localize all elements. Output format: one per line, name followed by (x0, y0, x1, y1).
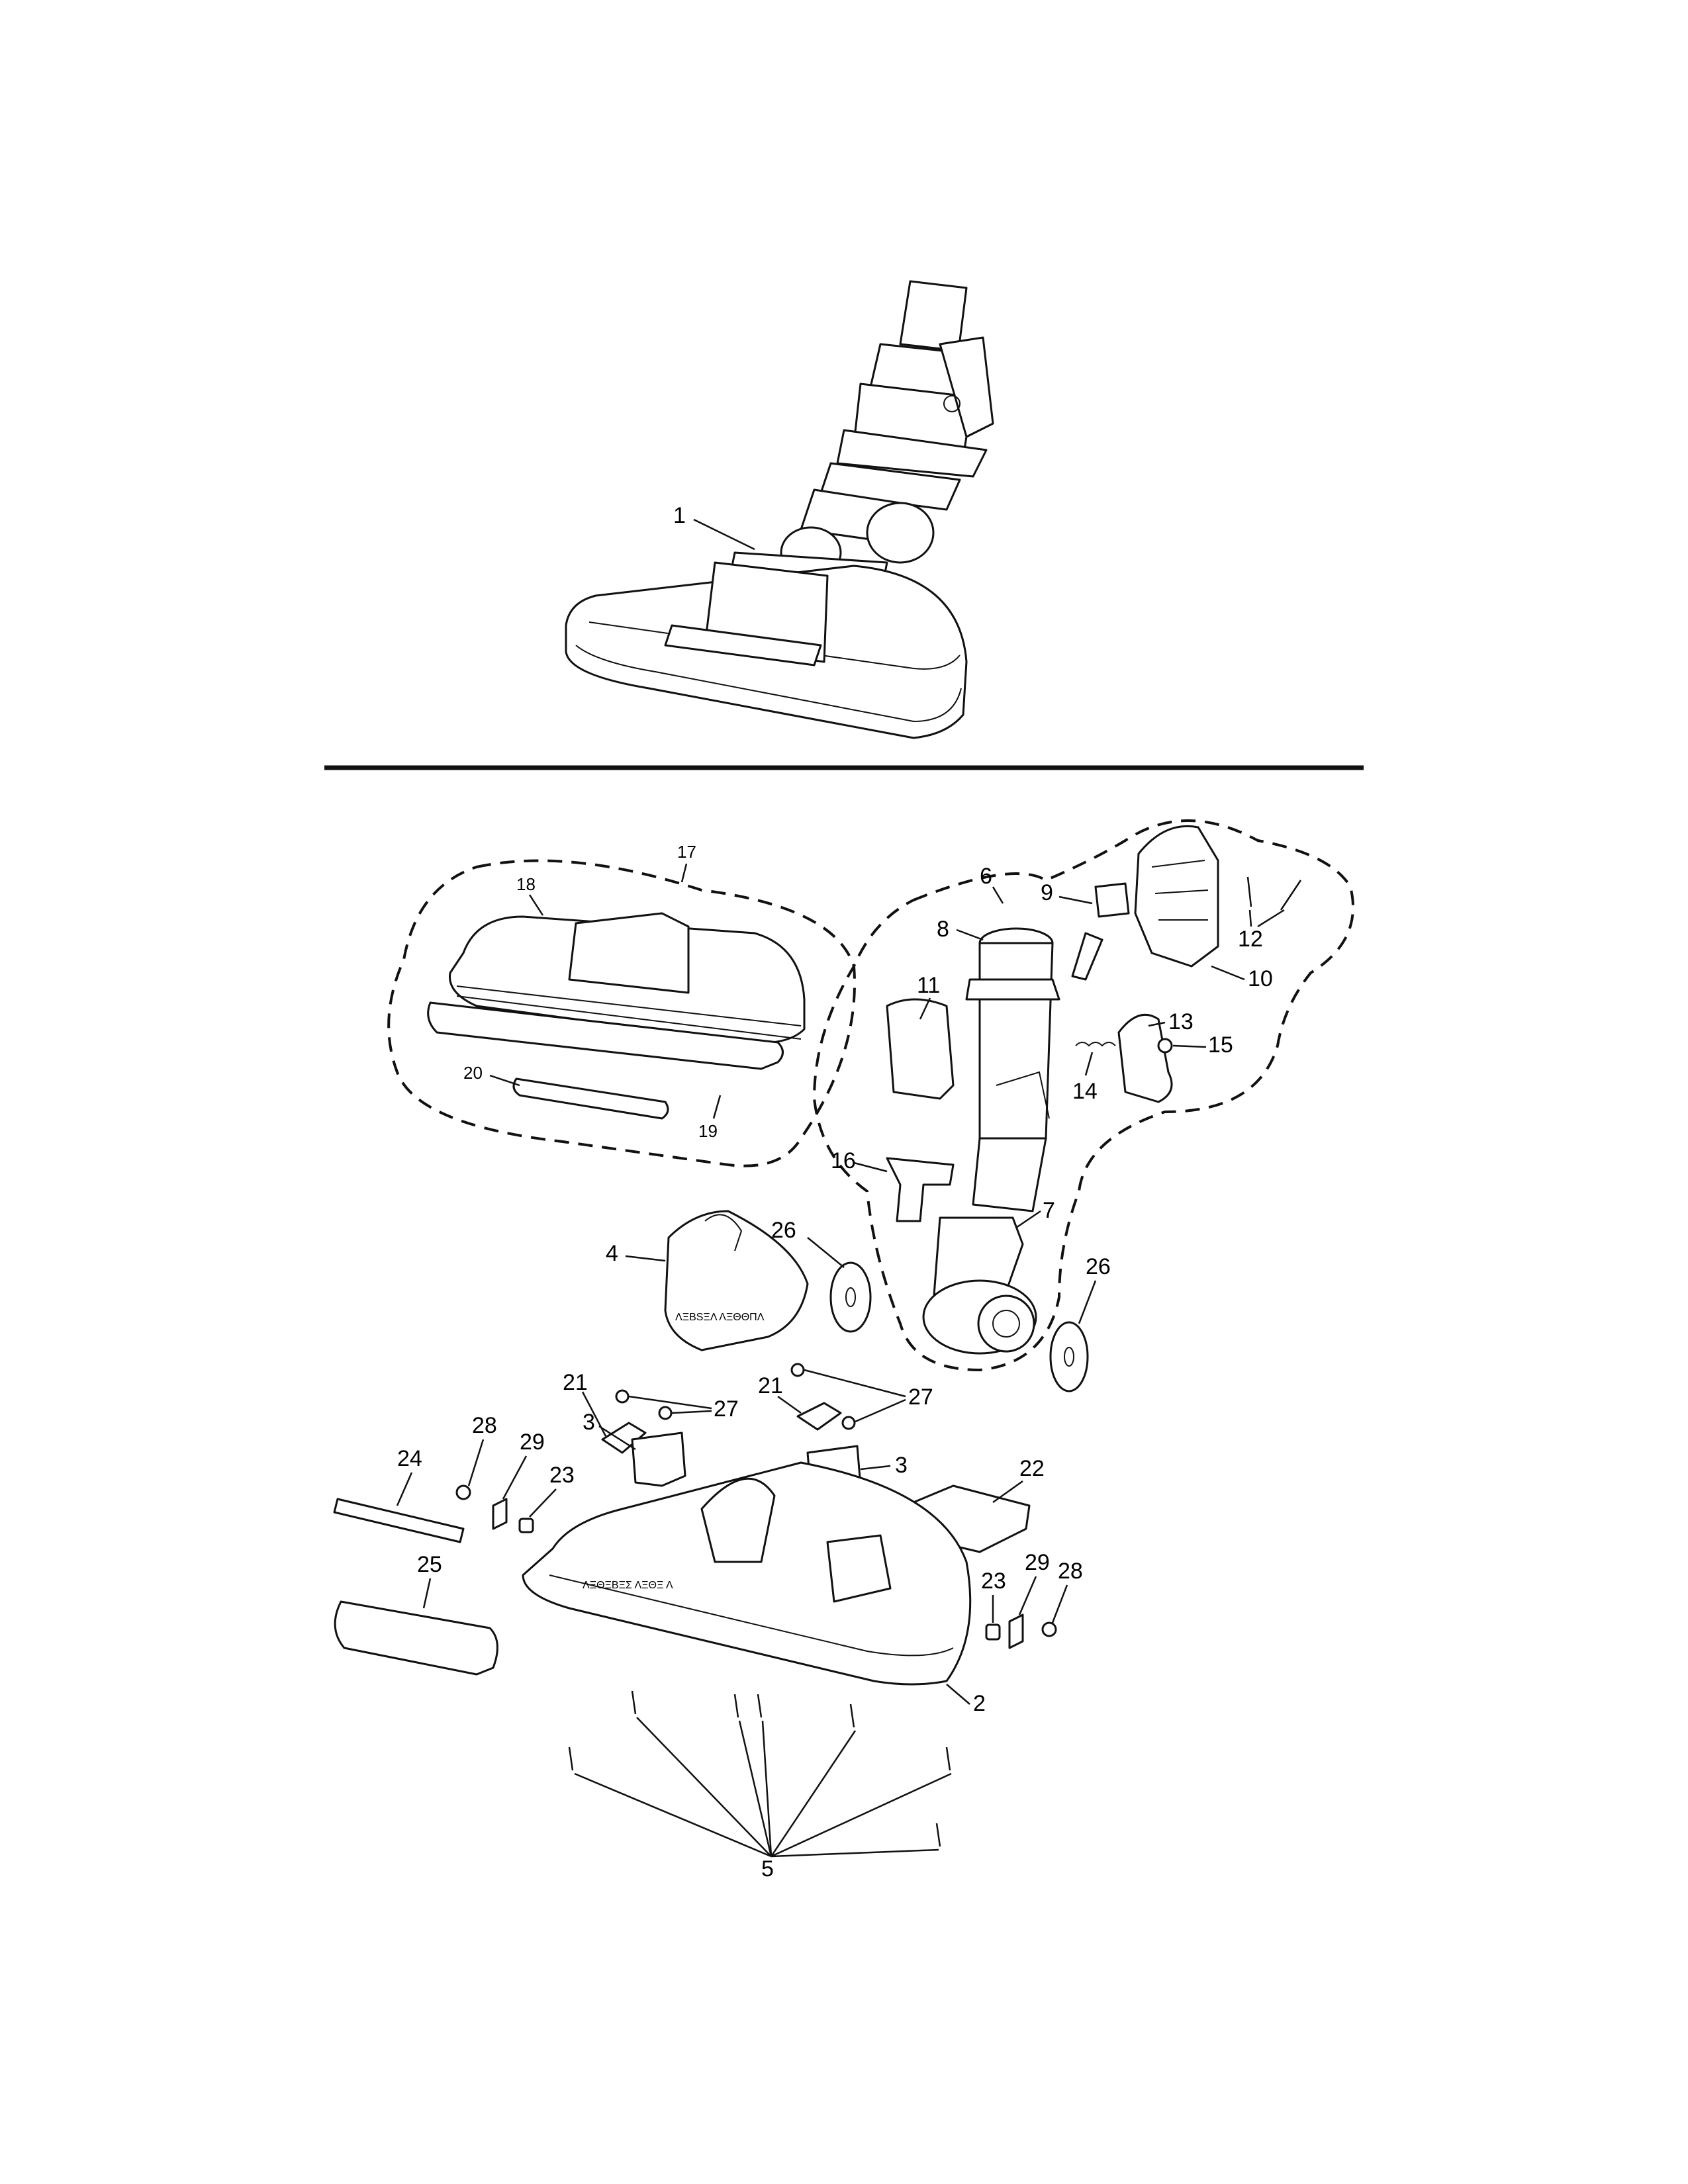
callout-13: 13 (1168, 1009, 1194, 1034)
part-10-housing (1134, 825, 1219, 968)
callout-20: 20 (463, 1063, 483, 1083)
callout-4: 4 (606, 1241, 618, 1266)
part-7-swivel (922, 1216, 1037, 1355)
group-17-outline (387, 859, 856, 1167)
part-27-screws (615, 1363, 856, 1430)
leaders-5 (574, 1717, 952, 1858)
callout-3-left: 3 (583, 1410, 595, 1435)
callout-29-right: 29 (1025, 1550, 1050, 1575)
part-13-latch (1117, 1013, 1173, 1103)
part-11-sleeve (886, 998, 955, 1100)
part-29-plate-left (492, 1498, 508, 1530)
part-2-molded-text: ΛΞΘΞΒΞΣ ΛΞΘΞ Λ (583, 1580, 673, 1591)
callout-1: 1 (673, 503, 686, 528)
callout-28-right: 28 (1058, 1559, 1083, 1584)
callout-15: 15 (1208, 1032, 1233, 1058)
part-24-strip (333, 1498, 465, 1543)
callout-28-left: 28 (472, 1413, 497, 1438)
part-5-screws (568, 1690, 951, 1847)
callout-18: 18 (516, 874, 536, 894)
callout-10: 10 (1248, 966, 1273, 991)
callout-26-right: 26 (1086, 1254, 1111, 1279)
part-23-bushing-left (518, 1518, 534, 1533)
callout-5: 5 (761, 1856, 774, 1882)
callout-24: 24 (397, 1446, 422, 1471)
part-14-spring (1075, 1042, 1116, 1047)
callout-27-right: 27 (908, 1385, 933, 1410)
part-4-molded-text: ΛΞΒSΞΛ ΛΞΘΘΠΛ (675, 1312, 765, 1323)
callout-23-right: 23 (981, 1569, 1006, 1594)
callout-16: 16 (831, 1148, 856, 1173)
callout-17: 17 (677, 842, 696, 862)
part-29-plate-right (1008, 1614, 1024, 1649)
part-12-screws (1246, 876, 1302, 911)
callout-8: 8 (937, 917, 949, 942)
assembled-nozzle (565, 280, 994, 739)
part-8-neck-tube (965, 927, 1060, 1212)
callout-21-right: 21 (758, 1373, 783, 1398)
callout-29-left: 29 (520, 1430, 545, 1455)
part-26-washer-right (1049, 1321, 1089, 1392)
callout-6: 6 (980, 864, 992, 889)
callout-27-left: 27 (714, 1396, 739, 1422)
part-19-bumper (427, 1001, 784, 1070)
callout-23-left: 23 (549, 1463, 575, 1488)
part-23-bushing-right (985, 1623, 1001, 1641)
part-3-left (631, 1432, 686, 1487)
callout-25: 25 (417, 1552, 442, 1577)
callout-19: 19 (698, 1121, 718, 1141)
callout-12: 12 (1238, 927, 1263, 952)
part-18-nozzle-cover (449, 912, 806, 1044)
callout-3-right: 3 (895, 1453, 908, 1478)
group-6-outline (812, 819, 1354, 1372)
part-25-bumper (334, 1600, 498, 1676)
callout-11: 11 (917, 973, 940, 998)
part-2-base: ΛΞΘΞΒΞΣ ΛΞΘΞ Λ (522, 1461, 972, 1686)
callout-14: 14 (1072, 1079, 1098, 1104)
callout-7: 7 (1043, 1198, 1055, 1223)
part-16-guide (886, 1157, 955, 1222)
part-9-clip (1071, 882, 1130, 981)
callout-2: 2 (973, 1691, 986, 1716)
part-20-strip (512, 1077, 669, 1120)
part-21-bracket-right (796, 1402, 842, 1431)
part-26-washer-left (829, 1261, 872, 1333)
leader-1 (693, 518, 755, 551)
callout-26-left: 26 (771, 1218, 796, 1243)
callout-22: 22 (1019, 1456, 1045, 1481)
callout-21-left: 21 (563, 1370, 588, 1395)
part-28-screw-right (1041, 1621, 1057, 1637)
part-15-screw (1157, 1038, 1173, 1054)
part-4-cover: ΛΞΒSΞΛ ΛΞΘΘΠΛ (664, 1210, 809, 1351)
callout-9: 9 (1041, 880, 1053, 905)
part-28-screw-left (455, 1484, 471, 1500)
part-21-bracket-left (601, 1422, 647, 1454)
